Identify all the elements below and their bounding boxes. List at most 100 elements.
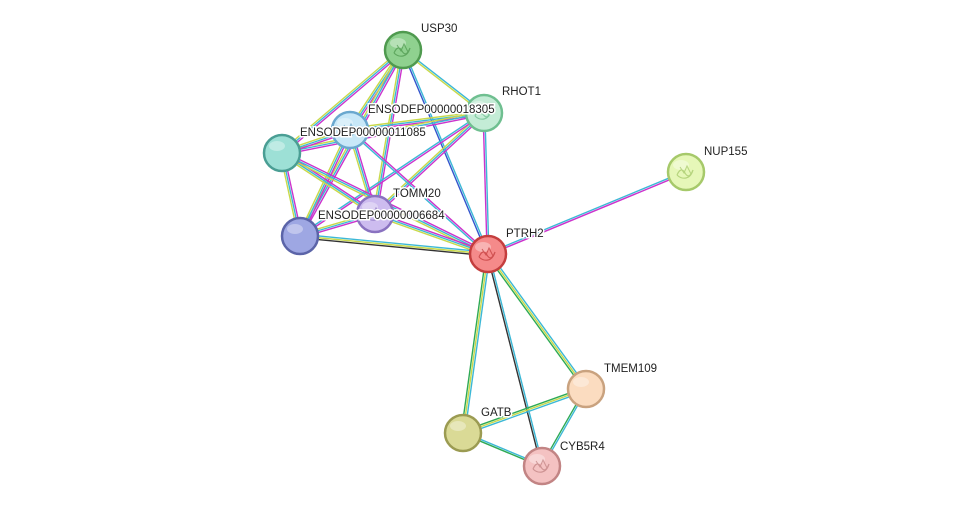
- edge-USP30-E11085[interactable]: [280, 48, 405, 155]
- node-nup155[interactable]: [666, 152, 706, 192]
- node-gatb[interactable]: [443, 413, 483, 453]
- node-circle: [330, 110, 370, 150]
- label-layer: USP30RHOT1ENSODEP00000018305ENSODEP00000…: [299, 22, 749, 455]
- protein-structure-icon: [532, 458, 550, 473]
- node-circle: [468, 234, 508, 274]
- node-ptrh2[interactable]: [468, 234, 508, 274]
- edge-PTRH2-GATB[interactable]: [460, 253, 491, 434]
- edge-strand: [485, 254, 586, 391]
- edge-strand: [376, 50, 406, 215]
- edge-strand: [349, 110, 484, 129]
- node-circle: [262, 133, 302, 173]
- edge-strand: [348, 130, 488, 256]
- edge-strand: [375, 113, 486, 216]
- edge-strand: [462, 253, 489, 434]
- node-label: ENSODEP00000006684: [318, 210, 445, 222]
- node-label: ENSODEP00000011085: [300, 127, 426, 139]
- edge-E18305-PTRH2[interactable]: [348, 128, 490, 256]
- edge-strand: [281, 112, 485, 154]
- edge-strand: [373, 111, 484, 214]
- node-circle: [355, 194, 395, 234]
- node-label: CYB5R4: [560, 441, 605, 453]
- edge-E06684-PTRH2[interactable]: [299, 233, 489, 257]
- edge-strand: [374, 112, 485, 215]
- edge-strand: [282, 114, 485, 156]
- node-highlight: [475, 242, 491, 252]
- edge-strand: [464, 254, 491, 434]
- node-label: GATB: [481, 407, 512, 419]
- edge-strand: [281, 49, 404, 154]
- node-highlight: [390, 38, 406, 48]
- node-e18305[interactable]: [330, 110, 370, 150]
- node-circle: [443, 413, 483, 453]
- edge-strand: [374, 215, 488, 257]
- node-tmem109[interactable]: [566, 369, 606, 409]
- edge-strand: [488, 253, 544, 466]
- node-e11085[interactable]: [262, 133, 302, 173]
- edge-strand: [462, 386, 586, 432]
- node-highlight: [471, 101, 487, 111]
- node-circle: [464, 93, 504, 133]
- node-highlight: [573, 377, 589, 387]
- node-label: TMEM109: [604, 363, 657, 375]
- protein-structure-icon: [340, 122, 358, 137]
- node-rhot1[interactable]: [464, 93, 504, 133]
- edge-strand: [488, 172, 687, 256]
- node-circle: [566, 369, 606, 409]
- protein-structure-icon: [365, 206, 383, 221]
- edge-strand: [488, 252, 589, 389]
- edge-strand: [460, 253, 487, 433]
- protein-structure-icon: [676, 164, 694, 179]
- protein-structure-icon: [474, 105, 492, 120]
- node-label: USP30: [421, 23, 457, 35]
- edge-TMEM109-GATB[interactable]: [462, 386, 587, 436]
- edge-strand: [487, 253, 587, 390]
- node-highlight: [673, 160, 689, 170]
- node-label: PTRH2: [506, 228, 544, 240]
- node-label: TOMM20: [393, 188, 441, 200]
- edge-RHOT1-TOMM20[interactable]: [373, 111, 486, 216]
- edge-PTRH2-NUP155[interactable]: [487, 170, 687, 256]
- node-usp30[interactable]: [383, 30, 423, 70]
- node-highlight: [450, 421, 466, 431]
- node-label: RHOT1: [502, 86, 541, 98]
- node-highlight: [269, 141, 285, 151]
- edge-strand: [463, 390, 587, 436]
- edge-strand: [300, 233, 489, 253]
- edge-RHOT1-E11085[interactable]: [281, 110, 485, 156]
- node-highlight: [287, 224, 303, 234]
- node-label: NUP155: [704, 146, 747, 158]
- edge-RHOT1-E06684[interactable]: [299, 111, 485, 238]
- edge-strand: [281, 110, 484, 152]
- node-highlight: [337, 118, 353, 128]
- edge-strand: [484, 112, 490, 254]
- protein-structure-icon: [393, 42, 411, 57]
- edge-TOMM20-PTRH2[interactable]: [374, 211, 489, 257]
- edge-RHOT1-PTRH2[interactable]: [482, 112, 490, 255]
- node-circle: [383, 30, 423, 70]
- node-highlight: [362, 202, 378, 212]
- edge-strand: [282, 50, 405, 155]
- edge-strand: [403, 49, 490, 254]
- protein-structure-icon: [478, 246, 496, 261]
- edge-strand: [300, 113, 485, 238]
- node-highlight: [529, 454, 545, 464]
- node-layer: [262, 30, 706, 486]
- edge-PTRH2-CYB5R4[interactable]: [486, 253, 544, 467]
- edge-strand: [482, 113, 488, 255]
- node-circle: [522, 446, 562, 486]
- edge-strand: [375, 211, 489, 253]
- edge-strand: [299, 237, 488, 257]
- edge-strand: [487, 170, 686, 254]
- edge-strand: [462, 388, 587, 434]
- node-tomm20[interactable]: [355, 194, 395, 234]
- node-circle: [666, 152, 706, 192]
- node-cyb5r4[interactable]: [522, 446, 562, 486]
- node-label: ENSODEP00000018305: [368, 104, 495, 116]
- node-e06684[interactable]: [280, 216, 320, 256]
- node-circle: [280, 216, 320, 256]
- edge-strand: [374, 213, 489, 255]
- edge-strand: [350, 128, 490, 254]
- edge-PTRH2-TMEM109[interactable]: [485, 252, 589, 391]
